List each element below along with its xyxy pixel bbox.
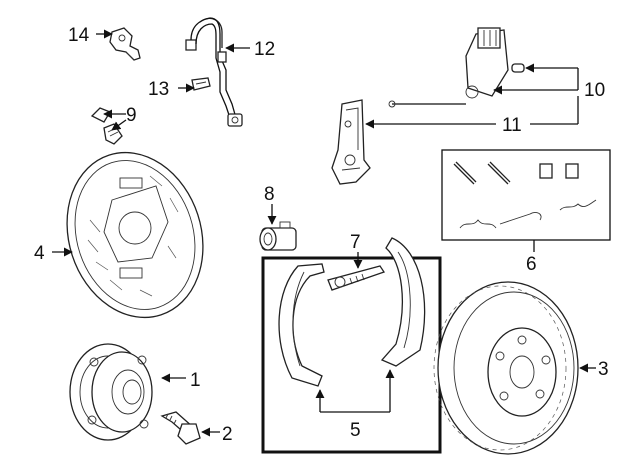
- callout-9-leader-b: [111, 119, 127, 131]
- callout-10: 10: [584, 80, 605, 101]
- callout-11: 11: [502, 115, 522, 136]
- hub-bolt-part[interactable]: [160, 411, 201, 445]
- callout-4: 4: [34, 243, 45, 264]
- wheel-cylinder-part[interactable]: [259, 221, 297, 251]
- hub-bearing-part[interactable]: [69, 343, 153, 441]
- callout-12: 12: [254, 39, 275, 60]
- callout-14: 14: [68, 25, 90, 46]
- parking-brake-actuator-part[interactable]: [388, 27, 525, 108]
- abs-sensor-part[interactable]: [109, 27, 141, 61]
- callout-6: 6: [526, 254, 537, 275]
- callout-2: 2: [222, 424, 233, 445]
- callout-3: 3: [598, 359, 609, 380]
- hose-clip-part[interactable]: [191, 77, 211, 91]
- callout-8: 8: [264, 184, 275, 205]
- adjuster-part[interactable]: [327, 265, 386, 291]
- callout-13: 13: [148, 79, 169, 100]
- actuator-bracket-part[interactable]: [331, 99, 371, 185]
- brake-hose-part[interactable]: [185, 17, 243, 127]
- brake-shoes-part[interactable]: [278, 237, 426, 387]
- brake-drum-part[interactable]: [433, 281, 579, 455]
- callout-1: 1: [190, 370, 201, 391]
- backing-plate-part[interactable]: [46, 135, 223, 336]
- callout-5: 5: [350, 420, 361, 441]
- callout-9: 9: [126, 105, 137, 126]
- callout-7: 7: [350, 232, 361, 253]
- hardware-kit-part[interactable]: [441, 149, 611, 241]
